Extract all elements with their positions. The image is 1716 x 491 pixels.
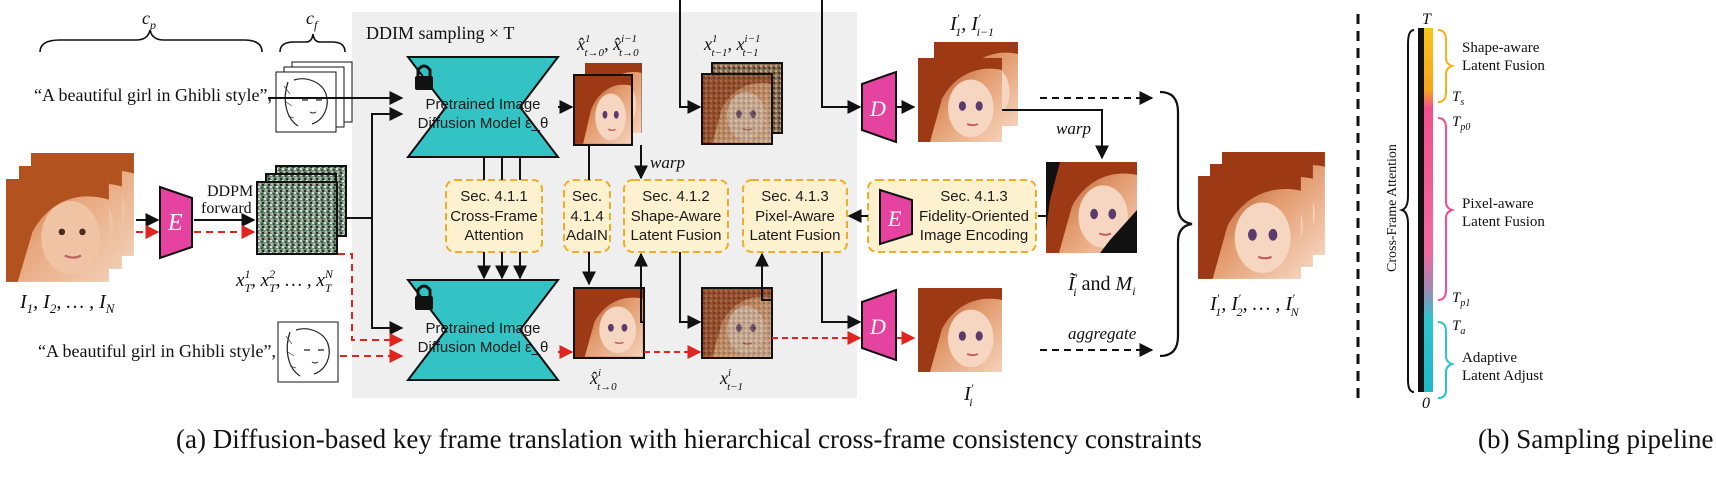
timeline-color-bar (1424, 28, 1433, 392)
output-bottom-label: I′i (963, 381, 974, 409)
t-zero-label: 0 (1422, 395, 1430, 412)
sec-fidelity-encoding-l1: Sec. 4.1.3 (940, 188, 1008, 205)
tp0-label: Tp0 (1452, 114, 1470, 133)
tp1-label: Tp1 (1452, 290, 1470, 309)
diffusion-model-top-line1: Pretrained Image (425, 96, 540, 113)
prev-latent-top-stack (701, 62, 783, 145)
sec-adain-l3: AdaIN (566, 227, 608, 244)
ddpm-forward-line1: DDPM (207, 183, 253, 200)
sec-pixel-aware-fusion-l2: Pixel-Aware (755, 208, 835, 225)
decoder-d-top (861, 70, 897, 144)
cp-brace (39, 29, 263, 53)
adaptive-line2: Latent Adjust (1462, 368, 1544, 384)
warp-label-panel: warp (650, 153, 685, 172)
aggregate-label: aggregate (1068, 324, 1137, 343)
prompt-bottom: “A beautiful girl in Ghibli style”, (38, 341, 276, 361)
sec-adain-l2: 4.1.4 (570, 208, 603, 225)
pixel-aware-brace (1437, 117, 1456, 301)
warp-label-right: warp (1056, 119, 1091, 138)
sec-pixel-aware-fusion: Sec. 4.1.3 Pixel-Aware Latent Fusion (742, 179, 848, 253)
sec-cross-frame-attention-l2: Cross-Frame (450, 208, 538, 225)
cf-brace (279, 33, 346, 53)
warped-frame-label: Ĩ′i and Mi (1067, 271, 1136, 299)
decoder-d-top-label: D (869, 96, 886, 121)
ddpm-forward-line2: forward (201, 200, 252, 217)
decoder-d-bottom (861, 288, 897, 362)
sec-pixel-aware-fusion-l1: Sec. 4.1.3 (761, 188, 829, 205)
sec-fidelity-encoding-l2: Fidelity-Oriented (919, 208, 1029, 225)
ta-label: Ta (1452, 318, 1465, 337)
encoder-e-left-label: E (167, 210, 183, 236)
encoder-e-left (159, 185, 193, 260)
sec-cross-frame-attention: Sec. 4.1.1 Cross-Frame Attention (445, 179, 543, 253)
sec-adain-l1: Sec. (572, 188, 602, 205)
caption-a: (a) Diffusion-based key frame translatio… (176, 424, 1202, 454)
aggregate-brace (1159, 90, 1193, 358)
cf-label: cf (306, 8, 319, 32)
shape-aware-line1: Shape-aware (1462, 40, 1540, 56)
sketch-stack-bottom (277, 321, 339, 383)
pixel-aware-line1: Pixel-aware (1462, 196, 1534, 212)
sec-pixel-aware-fusion-l3: Latent Fusion (750, 227, 841, 244)
adaptive-line1: Adaptive (1462, 350, 1517, 366)
pred-x0-top-stack (573, 62, 643, 146)
output-top-label: I′1, I′i−1 (949, 11, 994, 39)
sec-adain: Sec. 4.1.4 AdaIN (563, 179, 611, 253)
ddim-panel-title: DDIM sampling × T (366, 23, 514, 43)
sec-shape-aware-fusion-l3: Latent Fusion (631, 227, 722, 244)
sec-fidelity-encoding-l3: Image Encoding (920, 227, 1028, 244)
pixel-aware-line2: Latent Fusion (1462, 214, 1545, 230)
shape-aware-line2: Latent Fusion (1462, 58, 1545, 74)
sec-cross-frame-attention-l1: Sec. 4.1.1 (460, 188, 528, 205)
pred-x0-bottom (573, 287, 645, 359)
diffusion-model-top-line2: Diffusion Model ε_θ (418, 115, 549, 132)
sec-shape-aware-fusion-l1: Sec. 4.1.2 (642, 188, 710, 205)
final-frames (1196, 150, 1327, 281)
diffusion-model-bottom-line1: Pretrained Image (425, 320, 540, 337)
diffusion-model-bottom-line2: Diffusion Model ε_θ (418, 339, 549, 356)
t-top-label: T (1422, 11, 1432, 28)
input-frames-label: I1, I2, … , IN (19, 291, 116, 316)
noise-latents (256, 165, 347, 255)
lock-icon (415, 64, 433, 90)
decoder-d-bottom-label: D (869, 314, 886, 339)
sec-shape-aware-fusion: Sec. 4.1.2 Shape-Aware Latent Fusion (623, 179, 729, 253)
warped-frame (1045, 161, 1138, 254)
output-bottom (917, 287, 1003, 373)
ts-label: Ts (1452, 89, 1464, 108)
encoder-e-right (879, 188, 913, 246)
prev-latent-bottom (701, 287, 773, 359)
diffusion-model-bottom (405, 279, 561, 381)
prompt-top: “A beautiful girl in Ghibli style”, (34, 85, 272, 105)
timeline-black-bar (1418, 28, 1424, 392)
sec-fidelity-encoding: E Sec. 4.1.3 Fidelity-Oriented Image Enc… (867, 179, 1037, 253)
cross-frame-brace (1398, 29, 1415, 393)
input-frames (4, 151, 136, 284)
output-top-stack (917, 41, 1019, 143)
sec-shape-aware-fusion-l2: Shape-Aware (631, 208, 722, 225)
sec-cross-frame-attention-l3: Attention (464, 227, 523, 244)
final-frames-label: I′1, I′2, … , I′N (1209, 291, 1300, 319)
diffusion-model-top (405, 56, 561, 158)
lock-icon (415, 284, 433, 310)
cross-frame-attention-axis: Cross-Frame Attention (1385, 144, 1400, 272)
encoder-e-right-label: E (887, 206, 902, 231)
cp-label: cp (142, 8, 156, 32)
caption-b: (b) Sampling pipeline (1478, 424, 1713, 454)
shape-aware-brace (1437, 29, 1456, 103)
adaptive-brace (1437, 321, 1456, 399)
